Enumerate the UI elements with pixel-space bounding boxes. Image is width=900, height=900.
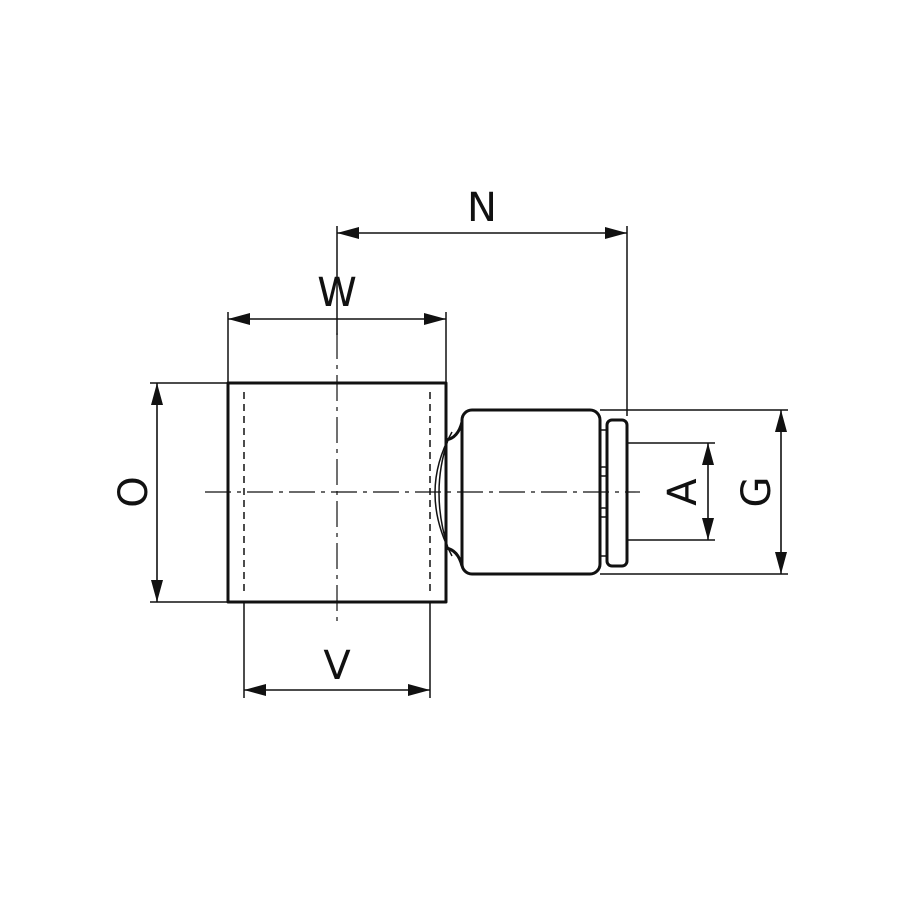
dimension-g: G <box>600 409 788 575</box>
dimension-o: O <box>111 382 228 603</box>
dim-w-arrow-left <box>228 313 250 325</box>
dim-n-arrow-right <box>605 227 627 239</box>
dim-g-arrow-bottom <box>775 552 787 574</box>
dimension-n: N <box>336 185 628 416</box>
dim-v-label: V <box>323 643 351 689</box>
neck-arc-outer <box>434 431 453 557</box>
dim-v-arrow-right <box>408 684 430 696</box>
dim-w-arrow-right <box>424 313 446 325</box>
dimension-v: V <box>243 602 431 698</box>
dim-n-label: N <box>467 185 497 231</box>
dim-g-label: G <box>734 477 780 508</box>
dimension-w: W <box>227 270 447 383</box>
fitting-body <box>205 333 640 622</box>
dim-o-arrow-bottom <box>151 580 163 602</box>
dim-a-arrow-bottom <box>702 518 714 540</box>
dim-a-label: A <box>660 478 706 506</box>
neck-outline <box>445 421 464 567</box>
dim-n-arrow-left <box>337 227 359 239</box>
collet-slot-top <box>599 466 608 477</box>
collet-slot-bottom <box>599 507 608 518</box>
dimension-a: A <box>627 442 715 541</box>
dim-g-arrow-top <box>775 410 787 432</box>
dim-v-arrow-left <box>244 684 266 696</box>
dim-o-label: O <box>111 476 157 507</box>
dim-o-arrow-top <box>151 383 163 405</box>
neck-arc-inner <box>438 439 449 549</box>
dim-w-label: W <box>317 270 357 316</box>
dim-a-arrow-top <box>702 443 714 465</box>
collet-ring-outline <box>605 418 629 568</box>
